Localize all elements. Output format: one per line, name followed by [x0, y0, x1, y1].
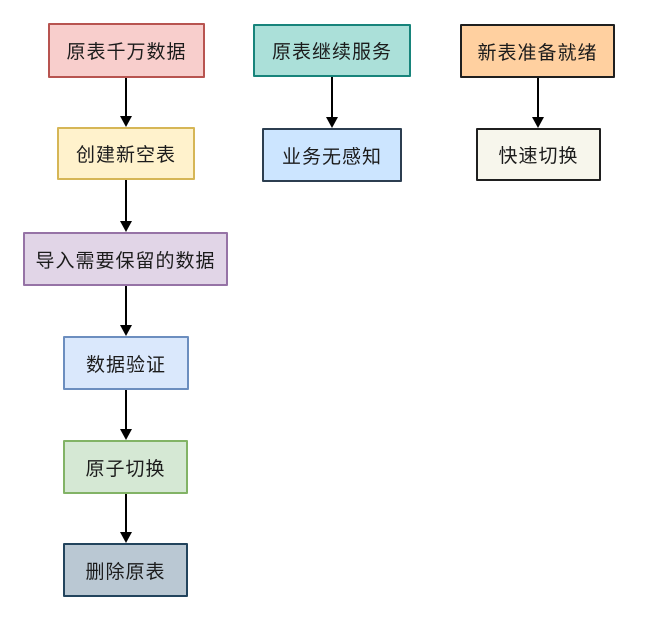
- node-label: 业务无感知: [281, 146, 382, 168]
- arrow-line: [125, 180, 127, 225]
- node-original-table-serves: 原表继续服务: [253, 24, 411, 77]
- node-label: 数据验证: [85, 354, 166, 376]
- arrowhead-icon: [120, 325, 132, 336]
- node-original-table-data: 原表千万数据: [48, 23, 205, 78]
- arrowhead-icon: [532, 117, 544, 128]
- arrow-line: [331, 77, 333, 121]
- arrowhead-icon: [120, 116, 132, 127]
- arrow-line: [125, 494, 127, 536]
- arrowhead-icon: [326, 117, 338, 128]
- arrow-down: [326, 77, 338, 128]
- arrowhead-icon: [120, 429, 132, 440]
- node-create-new-table: 创建新空表: [57, 127, 195, 180]
- arrow-down: [120, 180, 132, 232]
- node-label: 新表准备就绪: [477, 42, 598, 64]
- node-label: 原表千万数据: [66, 42, 187, 63]
- node-data-validation: 数据验证: [63, 336, 189, 390]
- arrowhead-icon: [120, 221, 132, 232]
- arrow-down: [120, 286, 132, 336]
- arrow-down: [532, 78, 544, 128]
- node-label: 创建新空表: [75, 145, 176, 166]
- arrowhead-icon: [120, 532, 132, 543]
- node-fast-switch: 快速切换: [476, 128, 601, 181]
- arrow-line: [125, 390, 127, 433]
- node-label: 导入需要保留的数据: [35, 250, 216, 272]
- node-label: 删除原表: [85, 561, 166, 583]
- node-label: 快速切换: [498, 146, 579, 167]
- arrow-line: [537, 78, 539, 121]
- arrow-line: [125, 286, 127, 329]
- node-delete-original-table: 删除原表: [63, 543, 188, 597]
- node-label: 原表继续服务: [271, 42, 392, 63]
- node-new-table-ready: 新表准备就绪: [460, 24, 615, 78]
- arrow-down: [120, 78, 132, 127]
- node-business-unaware: 业务无感知: [262, 128, 402, 182]
- arrow-down: [120, 390, 132, 440]
- arrow-line: [125, 78, 127, 120]
- arrow-down: [120, 494, 132, 543]
- node-import-kept-data: 导入需要保留的数据: [23, 232, 228, 286]
- node-atomic-switch: 原子切换: [63, 440, 188, 494]
- node-label: 原子切换: [85, 458, 166, 480]
